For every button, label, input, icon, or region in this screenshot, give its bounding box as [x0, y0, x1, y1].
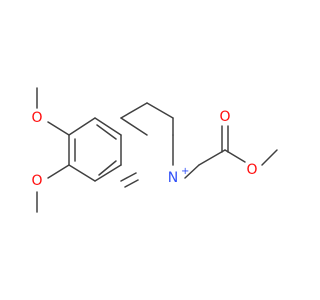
- atom-o7-label: O: [31, 173, 42, 189]
- bond-c6-o6: [47, 121, 70, 136]
- bond-c1-n2-double: [124, 179, 139, 188]
- bond-c6-c7: [68, 164, 96, 182]
- bond-c4a-c5: [68, 117, 96, 136]
- bond-c8a-c1: [120, 117, 148, 136]
- atom-n2-charge: +: [181, 166, 189, 177]
- atom-n2-label: N: [168, 170, 178, 186]
- bond-o-ch3: [261, 149, 278, 166]
- bond-c4a-c4: [120, 102, 148, 119]
- bond-n2-ch2: [184, 164, 200, 179]
- molecule-structure: O O N + O O: [31, 87, 278, 213]
- bond-c8a-c4a: [94, 117, 122, 136]
- bond-c7-c8-inner: [98, 160, 117, 176]
- bond-c1-n2: [120, 172, 137, 182]
- bond-c-o-ester: [224, 149, 246, 163]
- bond-ch2-c-carbonyl: [198, 149, 226, 166]
- bond-c8a-c4a-inner: [96, 124, 117, 140]
- atom-o6-label: O: [31, 110, 42, 126]
- atom-o-ester-label: O: [246, 162, 257, 178]
- bond-c4-c3: [146, 102, 174, 119]
- bond-c7-o7: [47, 164, 70, 179]
- bond-c7-c8: [94, 164, 122, 182]
- atom-o-carbonyl-label: O: [219, 109, 230, 125]
